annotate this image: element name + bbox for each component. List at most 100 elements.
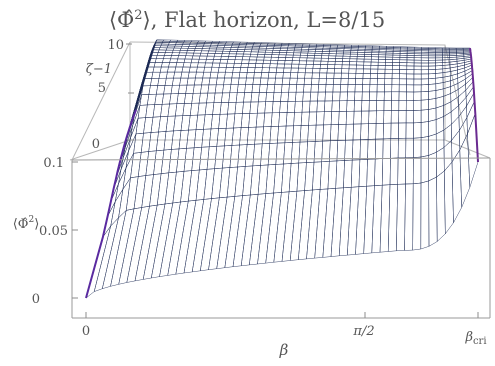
- surface-patch: [420, 62, 429, 67]
- surface-patch: [413, 137, 422, 158]
- surface-patch: [420, 180, 430, 250]
- surface-patch: [420, 136, 429, 158]
- surface-patch: [261, 67, 270, 73]
- surface-patch: [249, 193, 267, 266]
- surface-patch: [214, 50, 224, 54]
- surface-patch: [225, 67, 234, 73]
- surface-patch: [235, 53, 244, 57]
- surface-patch: [420, 121, 429, 138]
- surface-patch: [457, 64, 465, 71]
- surface-patch: [361, 91, 370, 101]
- x-tick-pi-half: π/2: [352, 324, 374, 339]
- surface-patch: [413, 69, 422, 75]
- surface-patch: [302, 91, 312, 102]
- surface-patch: [350, 159, 361, 188]
- surface-patch: [158, 71, 168, 79]
- surface-patch: [273, 163, 284, 194]
- surface-patch: [231, 72, 241, 79]
- surface-patch: [149, 173, 162, 207]
- surface-patch: [199, 52, 209, 57]
- surface-patch: [249, 101, 259, 114]
- surface-patch: [269, 60, 279, 65]
- surface-patch: [420, 73, 429, 80]
- surface-patch: [337, 124, 347, 141]
- surface-patch: [242, 53, 251, 58]
- surface-patch: [125, 133, 137, 169]
- surface-patch: [210, 66, 220, 73]
- surface-patch: [239, 67, 249, 73]
- surface-patch: [397, 137, 407, 159]
- surface-patch: [156, 52, 166, 56]
- surface-patch: [200, 50, 210, 54]
- surface-patch: [150, 202, 174, 279]
- surface-patch: [223, 77, 233, 86]
- surface-patch: [406, 84, 415, 93]
- surface-patch: [199, 146, 210, 171]
- surface-patch: [347, 84, 356, 93]
- surface-patch: [420, 109, 429, 123]
- surface-patch: [222, 145, 233, 169]
- surface-patch: [346, 91, 356, 101]
- surface-patch: [253, 72, 262, 79]
- surface-left-edge: [85, 109, 137, 299]
- surface-patch: [143, 116, 154, 134]
- surface-patch: [405, 137, 414, 158]
- surface-patch: [232, 67, 241, 73]
- surface-patch: [299, 57, 308, 62]
- surface-patch: [369, 91, 378, 101]
- surface-patch: [296, 77, 305, 85]
- surface-patch: [214, 145, 225, 169]
- surface-patch: [334, 61, 343, 66]
- surface-patch: [327, 61, 336, 65]
- surface-patch: [428, 55, 436, 59]
- surface-patch: [383, 100, 392, 111]
- surface-patch: [193, 50, 202, 54]
- surface-patch: [435, 129, 445, 153]
- surface-patch: [412, 182, 422, 251]
- surface-patch: [370, 61, 379, 66]
- surface-patch: [242, 101, 252, 114]
- surface-patch: [289, 190, 305, 261]
- surface-patch: [275, 67, 285, 73]
- surface-patch: [157, 49, 167, 53]
- surface-patch: [267, 72, 277, 79]
- surface-patch: [205, 59, 214, 64]
- surface-patch: [228, 53, 237, 57]
- surface-patch: [158, 116, 169, 133]
- surface-patch: [233, 63, 242, 68]
- surface-patch: [133, 175, 147, 210]
- surface-patch: [363, 56, 372, 60]
- surface-patch: [214, 84, 224, 94]
- surface-patch: [201, 48, 210, 52]
- surface-patch: [335, 160, 345, 189]
- surface-patch: [413, 65, 422, 71]
- surface-patch: [295, 84, 305, 93]
- surface-patch: [170, 55, 179, 60]
- surface-patch: [436, 170, 446, 243]
- surface-patch: [283, 63, 293, 69]
- surface-patch: [420, 155, 429, 184]
- surface-patch: [359, 139, 369, 161]
- surface-patch: [175, 62, 185, 68]
- surface-patch: [369, 78, 378, 85]
- surface-patch: [457, 67, 466, 75]
- surface-patch: [360, 123, 369, 140]
- surface-patch: [293, 111, 303, 127]
- surface-patch: [118, 207, 143, 285]
- surface-patch: [141, 174, 154, 208]
- surface-patch: [377, 68, 386, 74]
- surface-patch: [324, 100, 333, 112]
- surface-patch: [339, 91, 348, 102]
- surface-patch: [385, 56, 394, 60]
- surface-patch: [451, 115, 460, 142]
- box-front-frame: [71, 157, 491, 319]
- surface-patch: [270, 112, 280, 127]
- y-tick-5: 5: [98, 81, 106, 96]
- surface-patch: [354, 84, 363, 93]
- surface-patch: [194, 77, 203, 86]
- surface-patch: [273, 191, 290, 263]
- surface-patch: [215, 77, 225, 86]
- surface-patch: [413, 99, 422, 111]
- surface-patch: [356, 58, 365, 63]
- surface-patch: [451, 129, 461, 163]
